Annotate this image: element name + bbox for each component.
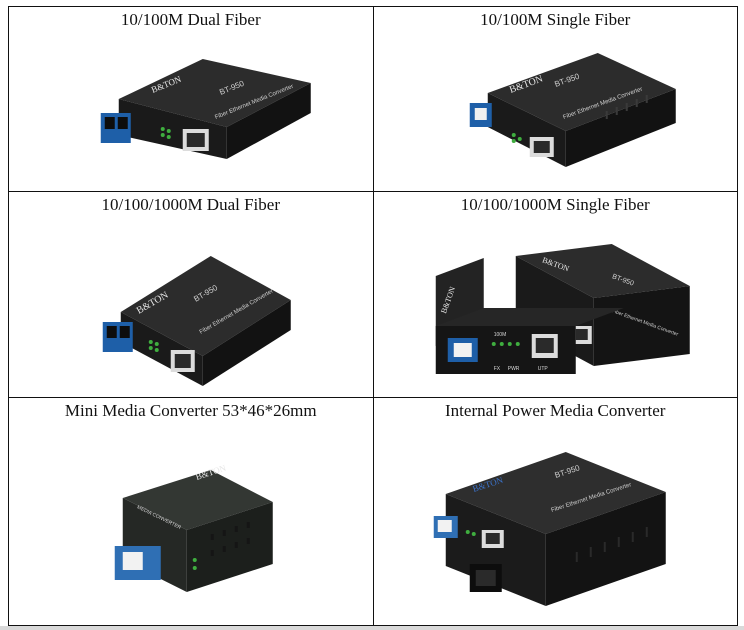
cell-10-100-1000m-single-fiber: 10/100/1000M Single Fiber B&TON BT-950 F… [372, 191, 738, 398]
device-image-gigabit-dual: B&TON BT-950 Fiber Ethernet Media Conver… [9, 216, 373, 396]
svg-text:FX: FX [493, 366, 500, 372]
product-table: 10/100M Dual Fiber B&TON BT-950 Fiber Et… [8, 6, 738, 626]
internal-power-converter-icon: B&TON BT-950 Fiber Ethernet Media Conver… [433, 452, 666, 606]
caption: 10/100M Dual Fiber [120, 10, 261, 29]
cell-internal-power-media-converter: Internal Power Media Converter B&TON BT-… [372, 397, 738, 626]
caption: 10/100M Single Fiber [480, 10, 631, 29]
svg-text:PWR: PWR [507, 366, 519, 372]
media-converter-pair-icon: B&TON BT-950 Fiber Ethernet Media Conver… [435, 244, 690, 374]
cell-10-100-1000m-dual-fiber: 10/100/1000M Dual Fiber B&TON BT-950 Fib… [8, 191, 374, 398]
device-image-10-100m-dual: B&TON BT-950 Fiber Ethernet Media Conver… [9, 31, 373, 191]
media-converter-icon: B&TON BT-950 Fiber Ethernet Media Conver… [102, 256, 291, 386]
caption: 10/100/1000M Single Fiber [460, 195, 650, 214]
svg-text:UTP: UTP [537, 366, 548, 372]
device-image-10-100m-single: B&TON BT-950 Fiber Ethernet Media Conver… [374, 31, 738, 191]
caption: 10/100/1000M Dual Fiber [101, 195, 281, 214]
device-image-mini: B&TON MEDIA CONVERTER [9, 422, 373, 622]
cell-10-100m-single-fiber: 10/100M Single Fiber B&TON BT-950 Fiber … [372, 6, 738, 192]
svg-text:100M: 100M [493, 332, 506, 338]
caption: Mini Media Converter 53*46*26mm [64, 401, 317, 420]
device-image-internal-power: B&TON BT-950 Fiber Ethernet Media Conver… [374, 422, 738, 622]
media-converter-icon: B&TON BT-950 Fiber Ethernet Media Conver… [469, 53, 676, 167]
bottom-divider [0, 626, 744, 630]
cell-mini-media-converter: Mini Media Converter 53*46*26mm B&TON ME… [8, 397, 374, 626]
caption: Internal Power Media Converter [445, 401, 666, 420]
cell-10-100m-dual-fiber: 10/100M Dual Fiber B&TON BT-950 Fiber Et… [8, 6, 374, 192]
mini-media-converter-icon: B&TON MEDIA CONVERTER [114, 463, 273, 592]
device-image-gigabit-single-pair: B&TON BT-950 Fiber Ethernet Media Conver… [374, 216, 738, 396]
media-converter-icon: B&TON BT-950 Fiber Ethernet Media Conver… [100, 59, 311, 159]
